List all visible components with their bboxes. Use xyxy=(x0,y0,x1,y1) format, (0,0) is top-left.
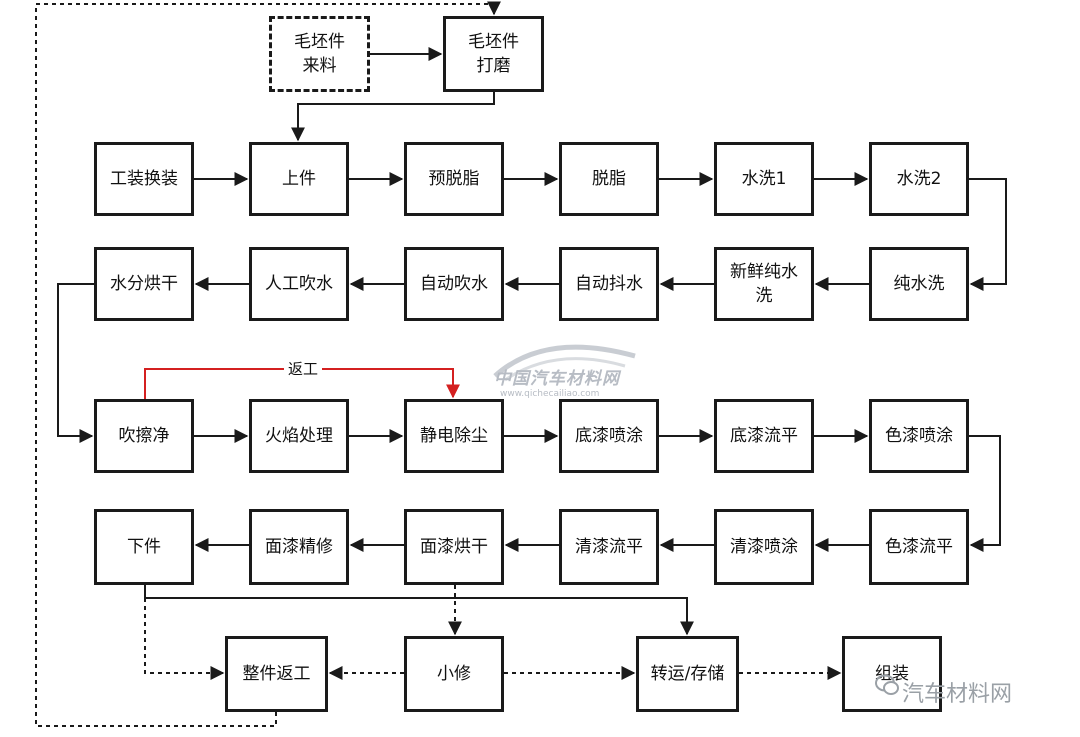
watermark-url: www.qichecailiao.com xyxy=(500,389,600,399)
node-wash2: 水洗2 xyxy=(869,142,969,216)
arrow-wash2-to-purewash xyxy=(969,178,1007,291)
node-color-spray: 色漆喷涂 xyxy=(869,399,969,473)
watermark-logo xyxy=(493,344,636,382)
node-assembly: 组装 xyxy=(842,636,942,712)
node-blank-grind: 毛坯件 打磨 xyxy=(443,16,544,92)
node-water-dry: 水分烘干 xyxy=(94,247,194,321)
watermark-text: 中国汽车材料网 xyxy=(494,369,620,389)
node-wash1: 水洗1 xyxy=(714,142,814,216)
arrow-grind-to-load xyxy=(291,92,495,142)
node-unload: 下件 xyxy=(94,509,194,585)
node-wipe-clean: 吹擦净 xyxy=(94,399,194,473)
node-load: 上件 xyxy=(249,142,349,216)
rework-label: 返工 xyxy=(284,358,323,379)
node-clear-spray: 清漆喷涂 xyxy=(714,509,814,585)
brand-text: 汽车材料网 xyxy=(902,682,1013,707)
node-flame: 火焰处理 xyxy=(249,399,349,473)
node-manual-blow: 人工吹水 xyxy=(249,247,349,321)
node-raw-blank: 毛坯件 来料 xyxy=(269,16,370,92)
node-rework-whole: 整件返工 xyxy=(225,636,328,712)
node-transfer-store: 转运/存储 xyxy=(636,636,739,712)
node-pre-degrease: 预脱脂 xyxy=(404,142,504,216)
wechat-icon xyxy=(875,674,899,695)
node-fresh-pure-wash: 新鲜纯水 洗 xyxy=(714,247,814,321)
node-clear-flash: 清漆流平 xyxy=(559,509,659,585)
arrow-rework-to-grind xyxy=(35,1,501,727)
node-top-bake: 面漆烘干 xyxy=(404,509,504,585)
node-degrease: 脱脂 xyxy=(559,142,659,216)
arrow-color-to-colorflash xyxy=(969,435,1001,552)
node-auto-shake: 自动抖水 xyxy=(559,247,659,321)
arrow-unload-to-rework xyxy=(144,598,225,680)
node-primer-flash: 底漆流平 xyxy=(714,399,814,473)
arrow-dry-to-wipe xyxy=(57,283,94,443)
node-pure-wash: 纯水洗 xyxy=(869,247,969,321)
node-color-flash: 色漆流平 xyxy=(869,509,969,585)
node-static-dust: 静电除尘 xyxy=(404,399,504,473)
node-primer-spray: 底漆喷涂 xyxy=(559,399,659,473)
node-fixture-change: 工装换装 xyxy=(94,142,194,216)
node-auto-blow: 自动吹水 xyxy=(404,247,504,321)
node-minor-repair: 小修 xyxy=(404,636,504,712)
node-top-polish: 面漆精修 xyxy=(249,509,349,585)
arrow-unload-to-transfer xyxy=(144,585,694,636)
